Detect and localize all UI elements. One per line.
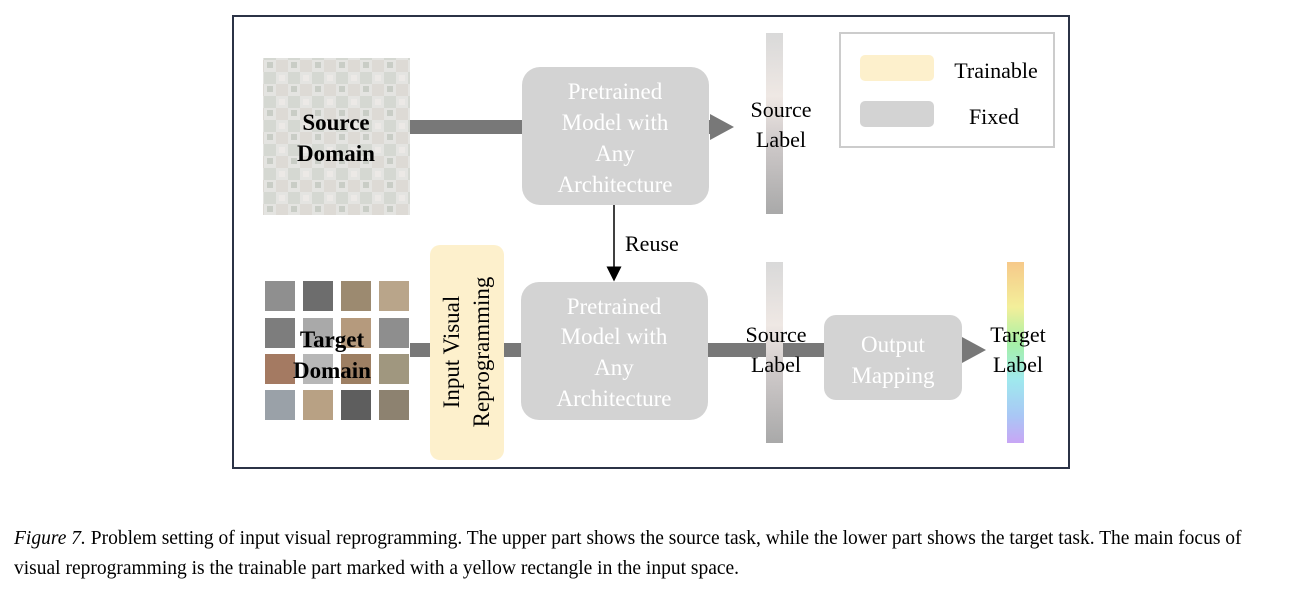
source-pretrained-model-box [522,67,709,205]
mapping-arrowhead [962,337,986,363]
source-label-bar [766,33,783,214]
svg-text:Input Visual: Input Visual [439,296,464,409]
reprogramming-text: Input Visual Reprogramming [439,276,494,427]
svg-text:Architecture: Architecture [557,386,672,411]
output-mapping-box [824,315,962,400]
target-domain-label: Target [300,327,365,352]
svg-text:Any: Any [594,355,634,380]
svg-text:Pretrained: Pretrained [568,79,663,104]
input-visual-reprogramming-box [430,245,504,460]
legend-trainable-label: Trainable [954,58,1038,83]
target-source-label-text-2: Label [751,352,801,377]
target-label-bar [1007,262,1024,443]
source-domain-label: Source [302,110,369,135]
target-source-label-bar [766,262,783,443]
svg-text:Any: Any [595,141,635,166]
caption-text: Problem setting of input visual reprogra… [14,528,1242,579]
reprogramming-diagram: Trainable Fixed Source Domain Pretrained… [232,15,1070,469]
target-domain-image-grid [265,281,409,420]
target-arrow-shaft-1 [410,343,431,357]
target-arrow-shaft-2 [504,343,522,357]
svg-text:Architecture: Architecture [558,172,673,197]
reuse-label: Reuse [625,231,679,256]
legend-fixed-swatch [860,101,934,127]
target-model-text: Pretrained Model with Any Architecture [557,294,672,411]
target-source-label-text-1: Source [745,322,806,347]
svg-text:Reprogramming: Reprogramming [469,276,494,427]
output-mapping-text-2: Mapping [851,363,935,388]
source-domain-label-2: Domain [297,141,375,166]
target-label-text-2: Label [993,352,1043,377]
legend-box [839,32,1055,148]
source-model-text: Pretrained Model with Any Architecture [558,79,673,197]
svg-text:Model with: Model with [562,110,669,135]
source-label-text-1: Source [750,97,811,122]
source-domain-image-grid [263,58,410,215]
svg-text:Model with: Model with [561,324,668,349]
svg-text:Pretrained: Pretrained [567,294,662,319]
target-domain-label-2: Domain [293,358,371,383]
target-pretrained-model-box [521,282,708,420]
figure-caption: Figure 7. Problem setting of input visua… [14,524,1289,584]
source-model-arrowhead [710,114,734,140]
legend-fixed-label: Fixed [969,104,1019,129]
source-label-text-2: Label [756,127,806,152]
output-mapping-text-1: Output [861,332,926,357]
target-label-text-1: Target [990,322,1045,347]
legend-trainable-swatch [860,55,934,81]
caption-figure-label: Figure 7. [14,528,86,549]
source-arrow-shaft [410,120,522,134]
